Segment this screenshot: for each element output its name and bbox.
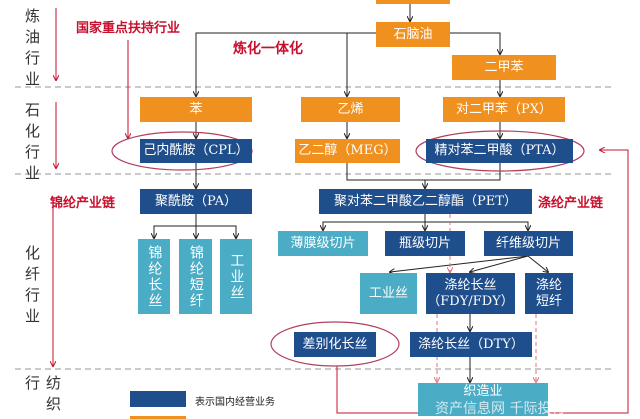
watermark: 资产信息网 千际投行 — [435, 401, 566, 417]
node-industrial-yarn-pet: 工业丝 — [360, 273, 417, 314]
node-dty: 涤纶长丝（DTY） — [410, 332, 532, 357]
annotation-polyester-chain: 涤纶产业链 — [538, 196, 604, 211]
annotation-integration: 炼化一体化 — [233, 41, 303, 57]
node-pa: 聚酰胺（PA） — [140, 189, 252, 214]
section-fiber: 化纤行业 — [23, 245, 41, 329]
node-polyester-staple: 涤纶 短纤 — [525, 273, 573, 314]
node-film-chip: 薄膜级切片 — [278, 231, 368, 256]
legend-swatch-domestic — [130, 391, 186, 407]
annotation-nylon-chain: 锦纶产业链 — [50, 196, 116, 211]
node-naphtha: 石脑油 — [376, 22, 450, 47]
node-pet: 聚对苯二甲酸乙二醇酯（PET） — [319, 189, 532, 214]
section-refining: 炼油行业 — [23, 8, 41, 92]
legend-swatch-orange — [130, 416, 186, 419]
node-weaving: 织造业 — [418, 383, 548, 416]
node-crude — [376, 0, 450, 4]
node-poy-fdy: 涤纶长丝 （FDY/FDY） — [426, 273, 515, 314]
node-px: 对二甲苯（PX） — [443, 97, 565, 122]
node-pta: 精对苯二甲酸（PTA） — [426, 139, 573, 163]
node-ethylene: 乙烯 — [301, 97, 400, 122]
node-industrial-yarn-pa: 工业丝 — [220, 239, 252, 314]
node-benzene: 苯 — [140, 97, 252, 122]
node-nylon-filament: 锦纶长丝 — [138, 239, 170, 314]
section-textile: 纺织行 — [23, 375, 62, 417]
section-petrochem: 石化行业 — [23, 102, 41, 186]
node-meg: 乙二醇（MEG） — [295, 139, 400, 163]
annotation-support: 国家重点扶持行业 — [76, 21, 181, 36]
node-nylon-staple: 锦纶短纤 — [179, 239, 212, 314]
legend-label-domestic: 表示国内经营业务 — [195, 397, 275, 408]
node-fiber-chip: 纤维级切片 — [484, 231, 573, 256]
node-xylene: 二甲苯 — [452, 55, 556, 80]
node-cpl: 己内酰胺（CPL） — [140, 139, 252, 163]
node-differentiated: 差别化长丝 — [294, 332, 376, 357]
node-bottle-chip: 瓶级切片 — [385, 231, 465, 256]
